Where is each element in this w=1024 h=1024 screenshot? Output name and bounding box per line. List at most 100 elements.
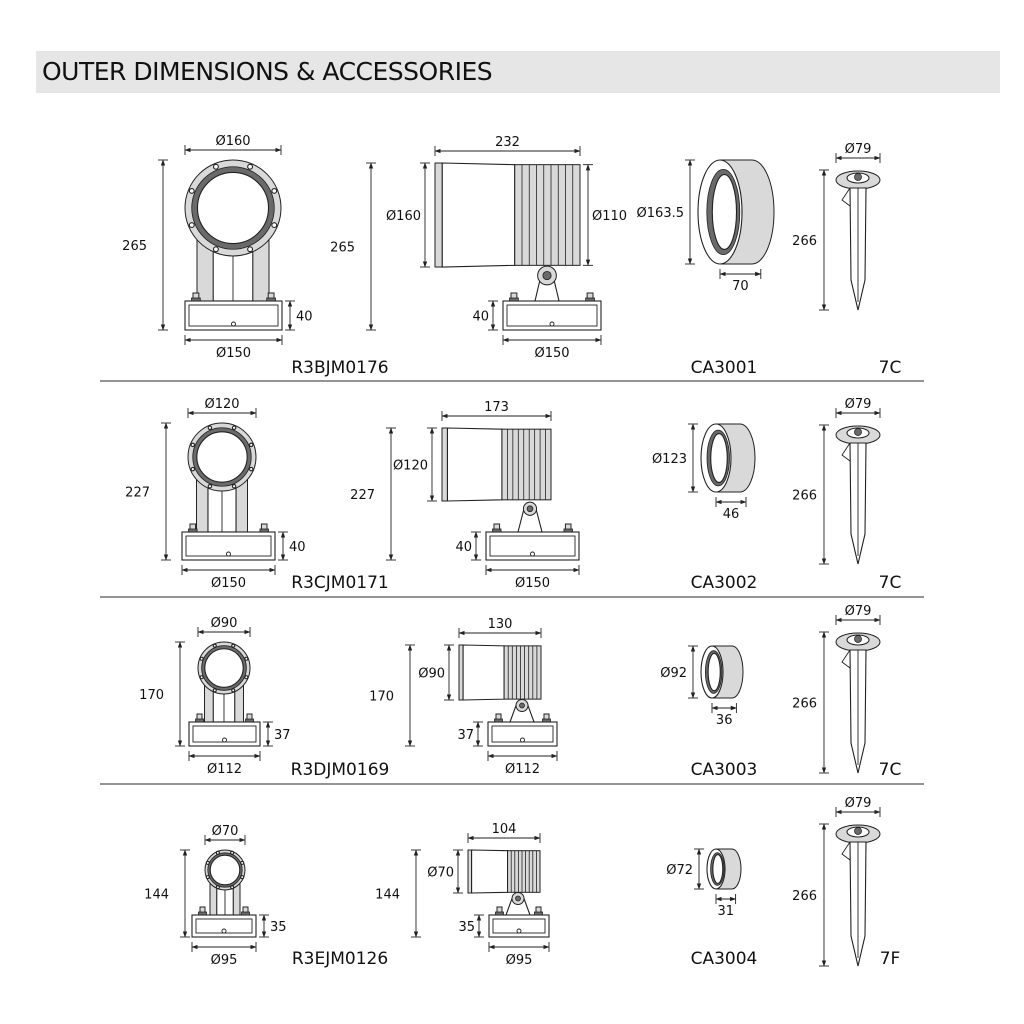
dimension-label: 37 (274, 728, 291, 743)
dimension-label: 37 (457, 728, 474, 743)
model-code: R3EJM0126 (292, 949, 388, 969)
spike-wing (841, 442, 851, 462)
pivot-bolt (542, 270, 552, 281)
dimension-label: 144 (144, 888, 169, 903)
dimension-label: 266 (792, 489, 817, 504)
model-code: R3BJM0176 (291, 358, 388, 378)
bezel-screw (190, 442, 196, 448)
product-row: Ø16026540Ø150232Ø160265Ø11040Ø150R3BJM01… (122, 134, 901, 378)
lens-cap (441, 427, 448, 502)
dimension-label: 70 (732, 279, 749, 294)
dimension-label: 35 (458, 920, 475, 935)
bezel-screw (205, 875, 210, 880)
lamp-lens (204, 648, 244, 688)
dimension-label: 40 (289, 540, 306, 555)
bezel-screw (247, 163, 254, 170)
base-hole (222, 737, 227, 743)
dimension-label: Ø92 (660, 666, 687, 681)
dimension-label: Ø112 (505, 762, 540, 777)
lamp-body (441, 162, 516, 268)
dimension-label: 170 (369, 690, 394, 705)
bezel-screw (240, 875, 245, 880)
ring-opening (707, 652, 721, 692)
dimension-label: 266 (792, 697, 817, 712)
dimension-label: 266 (792, 889, 817, 904)
bezel-screw (215, 885, 220, 890)
dimension-label: Ø95 (506, 953, 533, 968)
dimension-label: 31 (718, 904, 735, 919)
dimension-label: 104 (492, 822, 517, 837)
mounting-base (184, 300, 283, 331)
dimension-label: 40 (472, 310, 489, 325)
base-bolt-nut (195, 718, 204, 723)
dimension-label: Ø112 (207, 762, 242, 777)
lens-cap (458, 644, 464, 701)
lamp-lens (196, 431, 248, 483)
bezel-screw (248, 442, 254, 448)
dimension-label: 35 (270, 920, 287, 935)
lamp-body (471, 849, 509, 894)
bezel-screw (207, 483, 213, 489)
base-bolt-nut (534, 911, 543, 916)
base-bolt-nut (492, 528, 502, 533)
dimension-label: 232 (495, 135, 520, 150)
bezel-screw (230, 850, 235, 855)
dimension-label: Ø79 (845, 142, 872, 157)
bezel-screw (244, 675, 249, 680)
bezel-screw (271, 187, 278, 194)
dimension-label: Ø120 (393, 459, 428, 474)
dimension-label: Ø150 (515, 576, 550, 591)
dimension-label: Ø160 (386, 209, 421, 224)
bezel-screw (188, 187, 195, 194)
pivot-bolt (519, 702, 525, 709)
dimension-label: 40 (296, 310, 313, 325)
ring-opening (712, 854, 724, 884)
model-code: R3CJM0171 (291, 573, 388, 593)
base-hole (520, 737, 525, 743)
dimension-label: Ø150 (534, 346, 569, 361)
base-bolt-nut (509, 297, 519, 302)
spike-socket-bolt (854, 428, 862, 436)
mounting-base (485, 531, 580, 561)
section-title: OUTER DIMENSIONS & ACCESSORIES (42, 57, 493, 86)
lamp-body (446, 427, 503, 502)
bezel-screw (247, 246, 254, 253)
dimension-label: Ø90 (211, 616, 238, 631)
dimension-label: 266 (792, 234, 817, 249)
mounting-base (488, 914, 550, 938)
spike-wing (841, 841, 851, 861)
spike-code: 7C (879, 573, 902, 593)
spike-socket-bolt (854, 173, 862, 181)
dimension-label: Ø72 (666, 863, 693, 878)
lens-cap (434, 162, 443, 268)
dimension-label: Ø79 (845, 796, 872, 811)
bezel-screw (231, 643, 236, 648)
dimension-label: 40 (455, 540, 472, 555)
bezel-screw (212, 163, 219, 170)
base-bolt-nut (494, 718, 503, 723)
accessory-code: CA3002 (691, 573, 758, 593)
bezel-screw (212, 246, 219, 253)
dimension-label: Ø70 (212, 824, 239, 839)
heatsink-fins (501, 428, 552, 501)
ring-opening (710, 432, 728, 484)
dimension-label: 173 (484, 400, 509, 415)
bezel-screw (248, 466, 254, 472)
dimension-label: Ø79 (845, 397, 872, 412)
lamp-lens (196, 171, 270, 245)
product-row: Ø9017037Ø112130Ø9017037Ø112R3DJM0169Ø923… (139, 604, 901, 780)
bezel-screw (215, 850, 220, 855)
spike-socket-bolt (854, 827, 862, 835)
model-code: R3DJM0169 (291, 760, 390, 780)
